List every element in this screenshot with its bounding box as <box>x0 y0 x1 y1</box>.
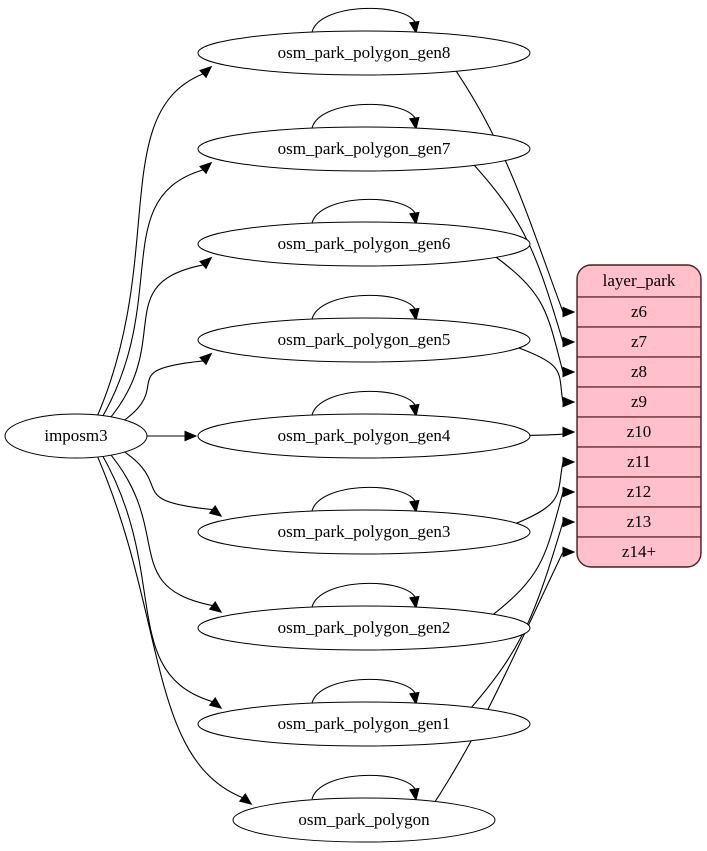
node-shape-gen3 <box>197 509 531 555</box>
self-loop-gen8 <box>311 7 417 33</box>
layer-park-table: layer_park z6 z7 z8 z9 z10 z11 z12 z13 z14+ <box>576 264 702 568</box>
edge-arrow-imposm3-to-gen2 <box>208 600 223 613</box>
table-row-label-z7: z7 <box>631 332 648 351</box>
self-loop-arrow-base <box>409 787 420 802</box>
node-shape-gen2 <box>197 605 531 651</box>
self-loop-arrow-gen8 <box>409 20 420 35</box>
edge-gen5-to-z9 <box>516 346 564 403</box>
edge-arrow-imposm3-to-base <box>238 792 253 805</box>
self-loop-gen7 <box>311 103 417 129</box>
node-shape-gen8 <box>197 30 531 76</box>
node-gen1[interactable]: osm_park_polygon_gen1 <box>197 701 531 747</box>
table-row-label-z8: z8 <box>631 362 647 381</box>
node-shape-imposm3 <box>4 413 148 459</box>
node-label-gen4: osm_park_polygon_gen4 <box>278 426 451 445</box>
edges-layer <box>96 7 576 805</box>
self-loop-gen3 <box>311 486 417 512</box>
edge-imposm3-to-gen5 <box>112 360 204 429</box>
node-gen4[interactable]: osm_park_polygon_gen4 <box>197 413 531 459</box>
edge-arrow-gen1-to-z13 <box>562 516 576 528</box>
edge-arrow-gen3-to-z11 <box>562 456 576 468</box>
edge-base-to-z14plus <box>434 551 564 803</box>
edge-imposm3-to-gen8 <box>96 73 204 418</box>
self-loop-arrow-gen6 <box>409 211 420 226</box>
node-label-gen1: osm_park_polygon_gen1 <box>278 714 451 733</box>
edge-arrow-imposm3-to-gen1 <box>208 696 223 709</box>
self-loop-arrow-gen7 <box>409 116 420 131</box>
self-loop-gen6 <box>311 198 417 224</box>
node-shape-gen5 <box>197 317 531 363</box>
self-loop-gen1 <box>311 678 417 704</box>
table-row-label-z9: z9 <box>631 392 647 411</box>
edge-arrow-imposm3-to-gen3 <box>208 504 223 517</box>
edge-arrow-gen7-to-z7 <box>562 336 576 348</box>
edge-arrow-gen6-to-z8 <box>562 366 576 378</box>
edge-gen4-to-z10 <box>524 431 565 437</box>
self-loop-gen2 <box>311 582 417 608</box>
node-gen2[interactable]: osm_park_polygon_gen2 <box>197 605 531 651</box>
table-outline <box>576 264 702 568</box>
edge-arrow-gen4-to-z10 <box>562 426 576 438</box>
table-row-z9[interactable] <box>577 386 701 418</box>
edge-arrow-gen5-to-z9 <box>562 396 576 408</box>
node-label-gen7: osm_park_polygon_gen7 <box>278 139 451 158</box>
node-shape-base <box>232 797 496 843</box>
self-loop-arrow-gen2 <box>409 595 420 610</box>
edge-gen3-to-z11 <box>513 461 564 525</box>
nodes-layer: imposm3 osm_park_polygon_gen8 osm_park_pol… <box>4 30 531 843</box>
edge-imposm3-to-base <box>96 454 243 799</box>
edge-arrow-base-to-z14plus <box>562 546 576 558</box>
self-loop-base <box>311 774 417 800</box>
edge-gen6-to-z8 <box>494 256 564 373</box>
edge-arrow-gen2-to-z12 <box>562 486 576 498</box>
edge-arrow-imposm3-to-gen8 <box>199 65 213 79</box>
table-row-z10[interactable] <box>577 416 701 448</box>
node-gen3[interactable]: osm_park_polygon_gen3 <box>197 509 531 555</box>
node-base[interactable]: osm_park_polygon <box>232 797 496 843</box>
table-row-label-z14plus: z14+ <box>622 542 656 561</box>
node-label-gen2: osm_park_polygon_gen2 <box>278 618 451 637</box>
table-header-label: layer_park <box>603 271 676 290</box>
node-gen7[interactable]: osm_park_polygon_gen7 <box>197 126 531 172</box>
edge-gen8-to-z6 <box>455 70 564 313</box>
node-gen6[interactable]: osm_park_polygon_gen6 <box>197 221 531 267</box>
node-gen8[interactable]: osm_park_polygon_gen8 <box>197 30 531 76</box>
edge-arrow-imposm3-to-gen7 <box>199 161 213 175</box>
node-shape-gen6 <box>197 221 531 267</box>
node-shape-gen1 <box>197 701 531 747</box>
edge-arrow-imposm3-to-gen5 <box>199 352 213 366</box>
node-imposm3[interactable]: imposm3 <box>4 413 148 459</box>
node-label-gen3: osm_park_polygon_gen3 <box>278 522 451 541</box>
self-loop-arrow-gen3 <box>409 499 420 514</box>
edge-imposm3-to-gen7 <box>100 169 204 420</box>
table-row-z12[interactable] <box>577 476 701 508</box>
edge-arrow-gen8-to-z6 <box>562 306 576 318</box>
self-loop-gen4 <box>311 390 417 416</box>
self-loop-arrow-gen4 <box>409 403 420 418</box>
table-row-label-z10: z10 <box>627 422 652 441</box>
table-row-z14plus[interactable] <box>577 536 701 567</box>
node-label-gen6: osm_park_polygon_gen6 <box>278 234 451 253</box>
node-label-gen8: osm_park_polygon_gen8 <box>278 43 451 62</box>
node-gen5[interactable]: osm_park_polygon_gen5 <box>197 317 531 363</box>
table-row-label-z12: z12 <box>627 482 652 501</box>
node-label-imposm3: imposm3 <box>44 426 107 445</box>
edge-arrow-imposm3-to-gen6 <box>199 256 213 270</box>
node-label-gen5: osm_park_polygon_gen5 <box>278 330 451 349</box>
edge-imposm3-to-gen6 <box>106 264 204 423</box>
edge-imposm3-to-gen2 <box>106 449 213 607</box>
node-shape-gen4 <box>197 413 531 459</box>
edge-imposm3-to-gen3 <box>112 443 213 511</box>
table-row-label-z6: z6 <box>631 302 647 321</box>
table-row-label-z11: z11 <box>627 452 651 471</box>
edge-arrow-imposm3-to-gen4 <box>184 430 198 442</box>
node-shape-gen7 <box>197 126 531 172</box>
edge-gen2-to-z12 <box>492 491 564 616</box>
self-loop-arrow-gen1 <box>409 691 420 706</box>
table-row-label-z13: z13 <box>627 512 652 531</box>
edge-imposm3-to-gen1 <box>100 452 213 703</box>
node-label-base: osm_park_polygon <box>298 810 430 829</box>
self-loop-arrow-gen5 <box>409 307 420 322</box>
self-loop-gen5 <box>311 294 417 320</box>
